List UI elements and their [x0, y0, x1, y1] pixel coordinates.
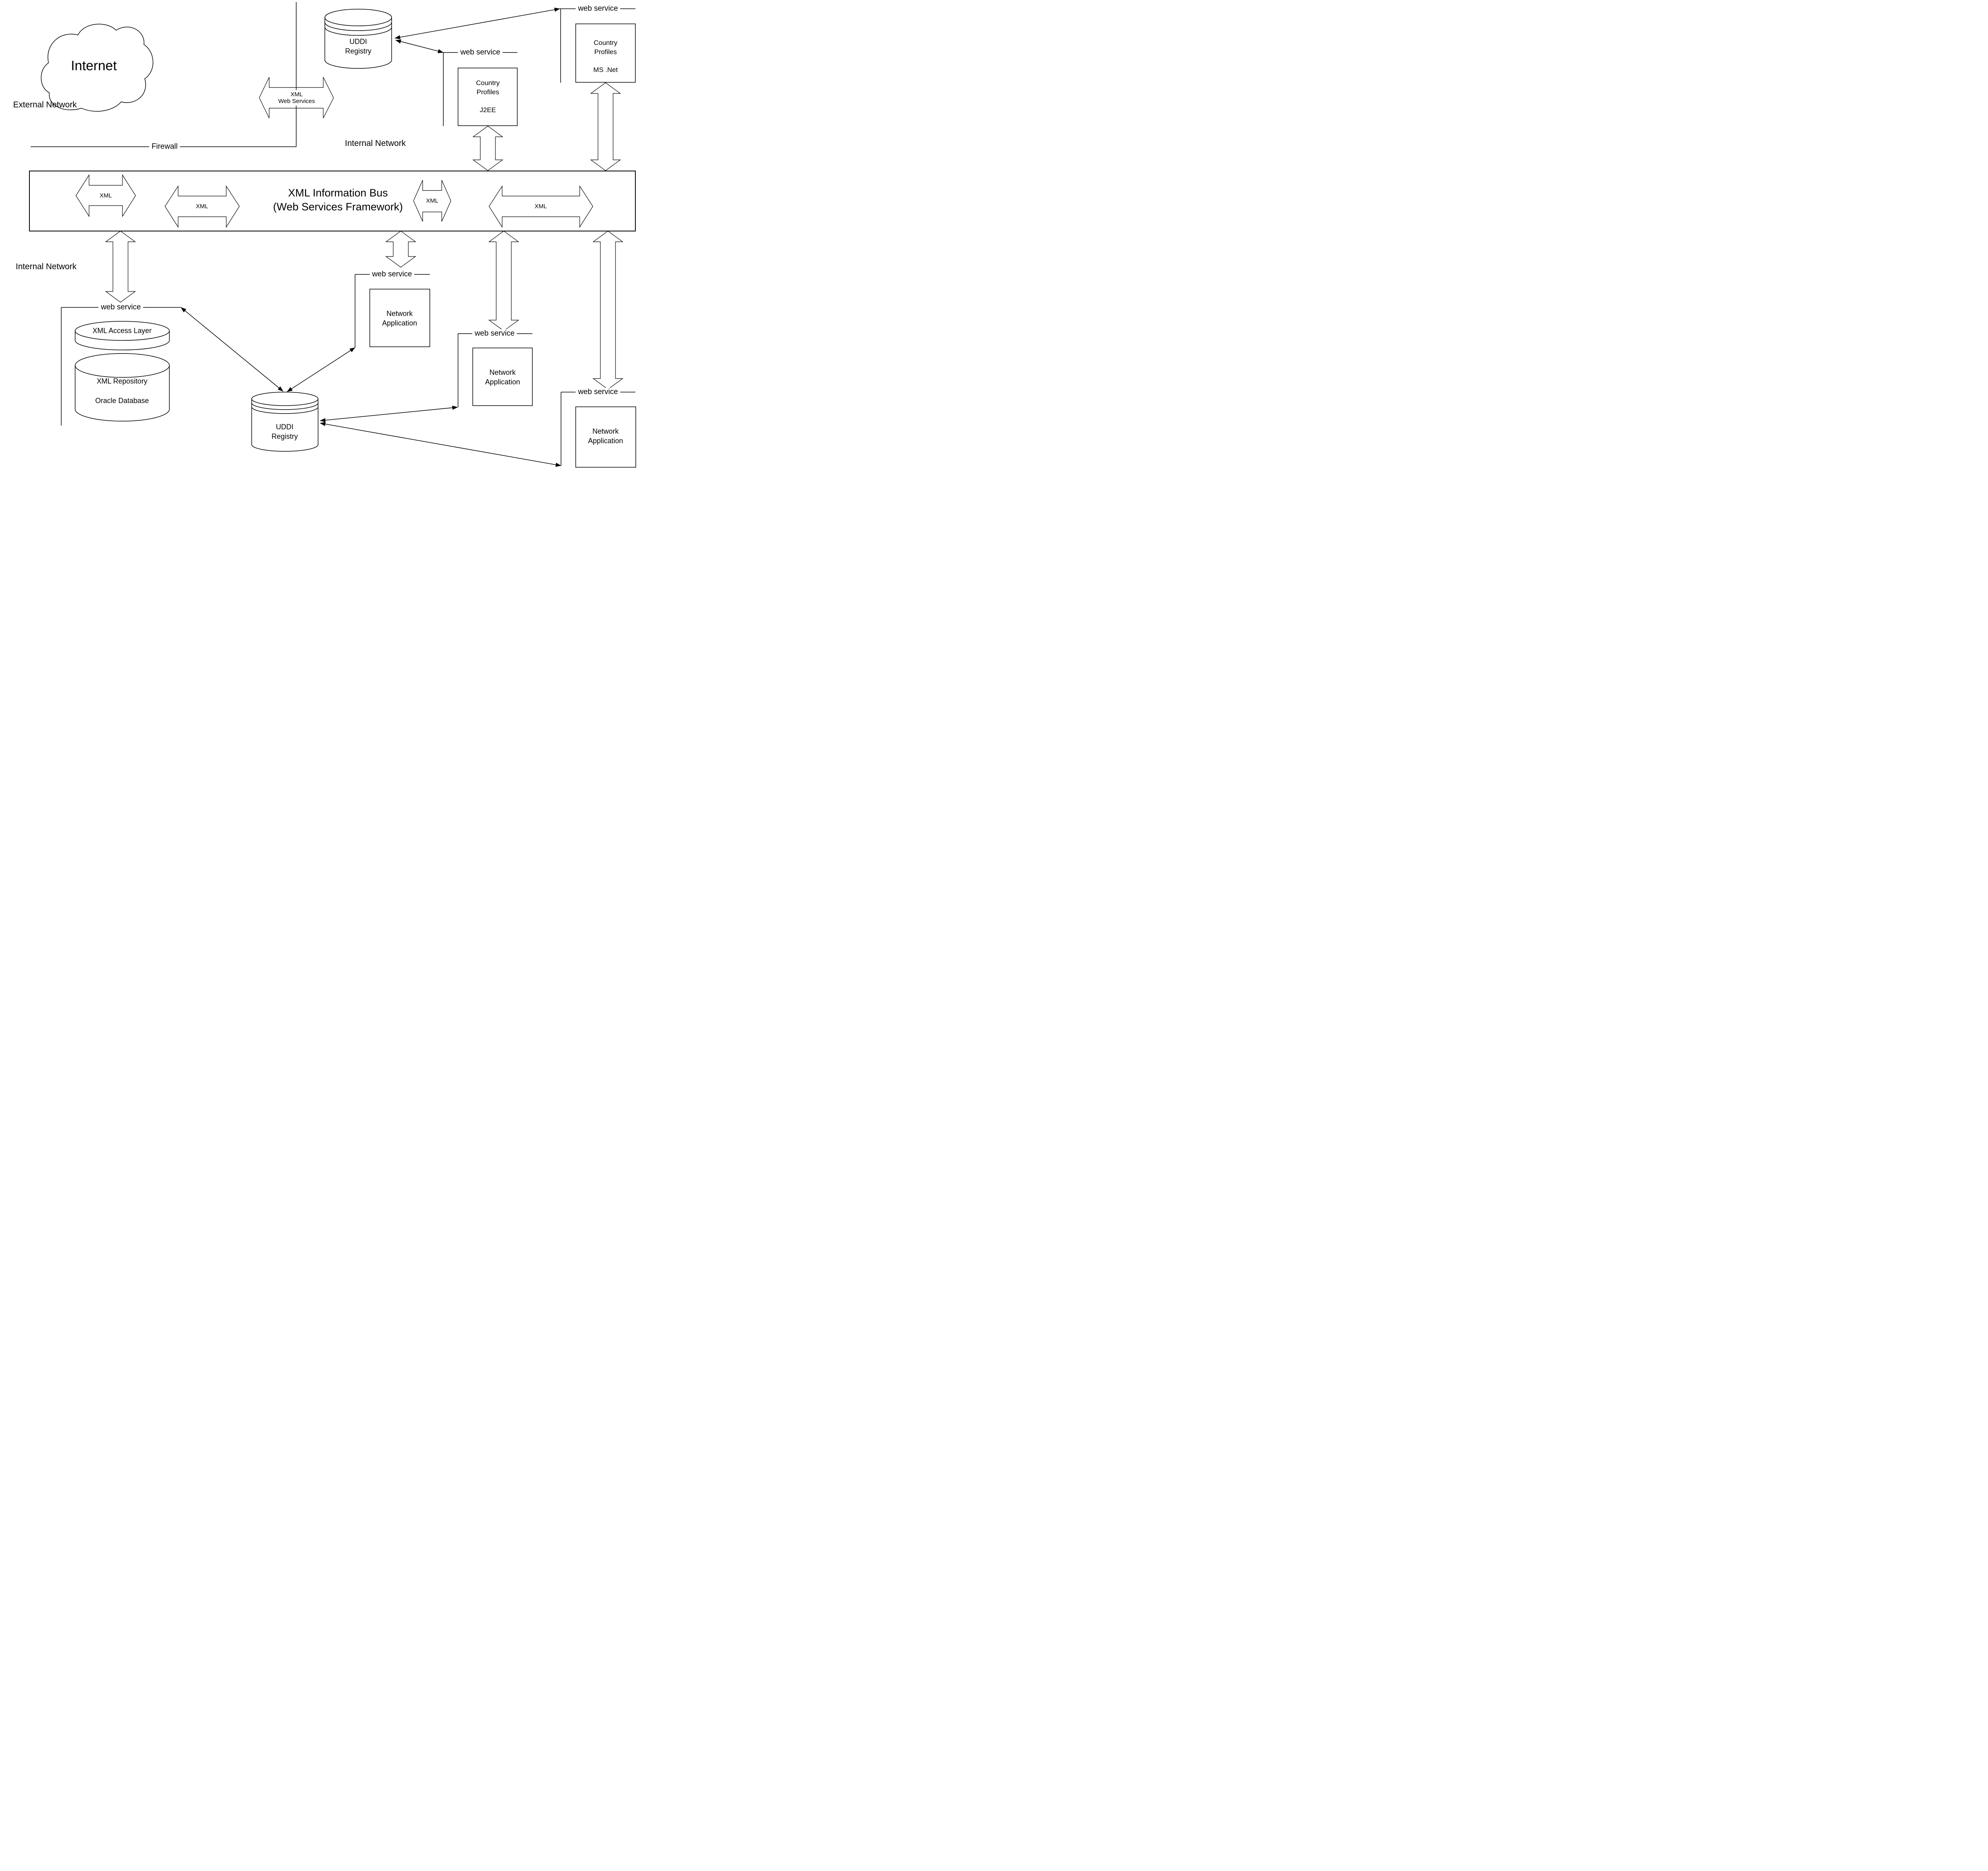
network-app-3-line2: Application	[588, 437, 623, 445]
network-app-2-line1: Network	[489, 368, 516, 377]
internal-network-top-label: Internal Network	[345, 138, 406, 148]
msnet-line1: Country	[594, 39, 617, 47]
network-application-1-box	[369, 289, 430, 347]
j2ee-line2: Profiles	[476, 88, 499, 96]
xml-web-services-arrow-label: XML Web Services	[275, 90, 318, 106]
bus-xml-arrow-2	[165, 185, 240, 228]
country-profiles-j2ee-label: Country Profiles	[476, 79, 500, 97]
bus-middle-double-arrow	[385, 231, 416, 268]
network-app-1-line1: Network	[386, 309, 413, 318]
bus-xml-label-2: XML	[196, 203, 208, 210]
xml-access-layer-shape	[75, 321, 170, 350]
j2ee-bus-double-arrow	[472, 126, 503, 171]
uddi-registry-top-shape	[324, 9, 392, 69]
uddi-top-line1: UDDI	[349, 37, 367, 46]
xml-repository-shape	[75, 353, 170, 422]
xml-repository-line2: Oracle Database	[95, 396, 149, 405]
country-profiles-j2ee-box	[458, 68, 518, 126]
network-application-3-label: Network Application	[588, 427, 623, 446]
msnet-bus-double-arrow	[590, 82, 621, 171]
network-application-1-label: Network Application	[382, 309, 417, 328]
bus-xml-arrow-3	[413, 180, 451, 222]
bus-xml-arrow-4	[489, 185, 593, 228]
xml-repository-line1: XML Repository	[97, 377, 148, 385]
bus-title: XML Information Bus (Web Services Framew…	[273, 186, 403, 214]
network-app-2-line2: Application	[485, 378, 520, 386]
web-service-label-top-right: web service	[575, 4, 621, 13]
web-service-label-left: web service	[98, 303, 144, 312]
web-service-label-right2: web service	[575, 388, 621, 396]
country-profiles-msnet-label: Country Profiles	[594, 39, 617, 57]
xml-access-layer-label: XML Access Layer	[92, 326, 152, 335]
j2ee-line1: Country	[476, 79, 500, 87]
network-architecture-diagram: Internet External Network Internal Netwo…	[0, 0, 636, 468]
uddi-registry-top-label: UDDI Registry	[345, 37, 371, 56]
bus-title-line2: (Web Services Framework)	[273, 201, 403, 213]
bus-right1-double-arrow	[488, 231, 519, 331]
uddi-bottom-line1: UDDI	[276, 423, 293, 431]
connector-ws-left-to-uddi-bottom	[181, 307, 283, 392]
web-service-wire-left	[61, 307, 181, 425]
connector-uddi-top-to-ws-topright	[394, 8, 560, 39]
firewall-label: Firewall	[149, 142, 180, 151]
external-network-label: External Network	[13, 100, 77, 109]
bus-xml-label-4: XML	[534, 203, 547, 210]
network-application-2-label: Network Application	[485, 368, 520, 387]
country-profiles-msnet-box	[575, 23, 636, 83]
connector-ws-right2-to-uddi-bottom	[320, 422, 561, 467]
bus-xml-label-3: XML	[426, 197, 439, 204]
network-application-3-box	[575, 406, 636, 468]
xml-information-bus	[29, 171, 636, 231]
msnet-line2: Profiles	[594, 48, 617, 56]
bus-left-double-arrow	[105, 231, 136, 303]
bus-title-line1: XML Information Bus	[288, 187, 388, 199]
uddi-bottom-line2: Registry	[271, 432, 298, 441]
web-service-label-j2ee: web service	[458, 48, 503, 57]
connector-ws-middle-to-uddi-bottom	[287, 347, 355, 392]
network-application-2-box	[472, 348, 533, 406]
internet-label: Internet	[71, 58, 117, 74]
xml-web-services-line1: XML	[290, 91, 303, 98]
web-service-label-middle: web service	[369, 270, 415, 279]
xml-web-services-line2: Web Services	[278, 98, 315, 105]
web-service-label-right1: web service	[472, 329, 517, 338]
internal-network-left-label: Internal Network	[16, 262, 77, 271]
network-app-1-line2: Application	[382, 319, 417, 327]
uddi-registry-bottom-shape	[251, 392, 318, 452]
bus-xml-arrow-1	[76, 174, 136, 218]
xml-web-services-arrow	[259, 77, 334, 119]
connector-ws-right1-to-uddi-bottom	[320, 406, 458, 422]
network-app-3-line1: Network	[592, 427, 619, 435]
country-profiles-msnet-platform: MS .Net	[593, 66, 618, 74]
country-profiles-j2ee-platform: J2EE	[480, 106, 496, 114]
connector-uddi-top-to-ws-j2ee	[395, 39, 444, 53]
bus-xml-label-1: XML	[99, 192, 112, 199]
internet-cloud-shape	[41, 23, 153, 112]
uddi-top-line2: Registry	[345, 47, 372, 55]
bus-right2-double-arrow	[592, 231, 623, 390]
